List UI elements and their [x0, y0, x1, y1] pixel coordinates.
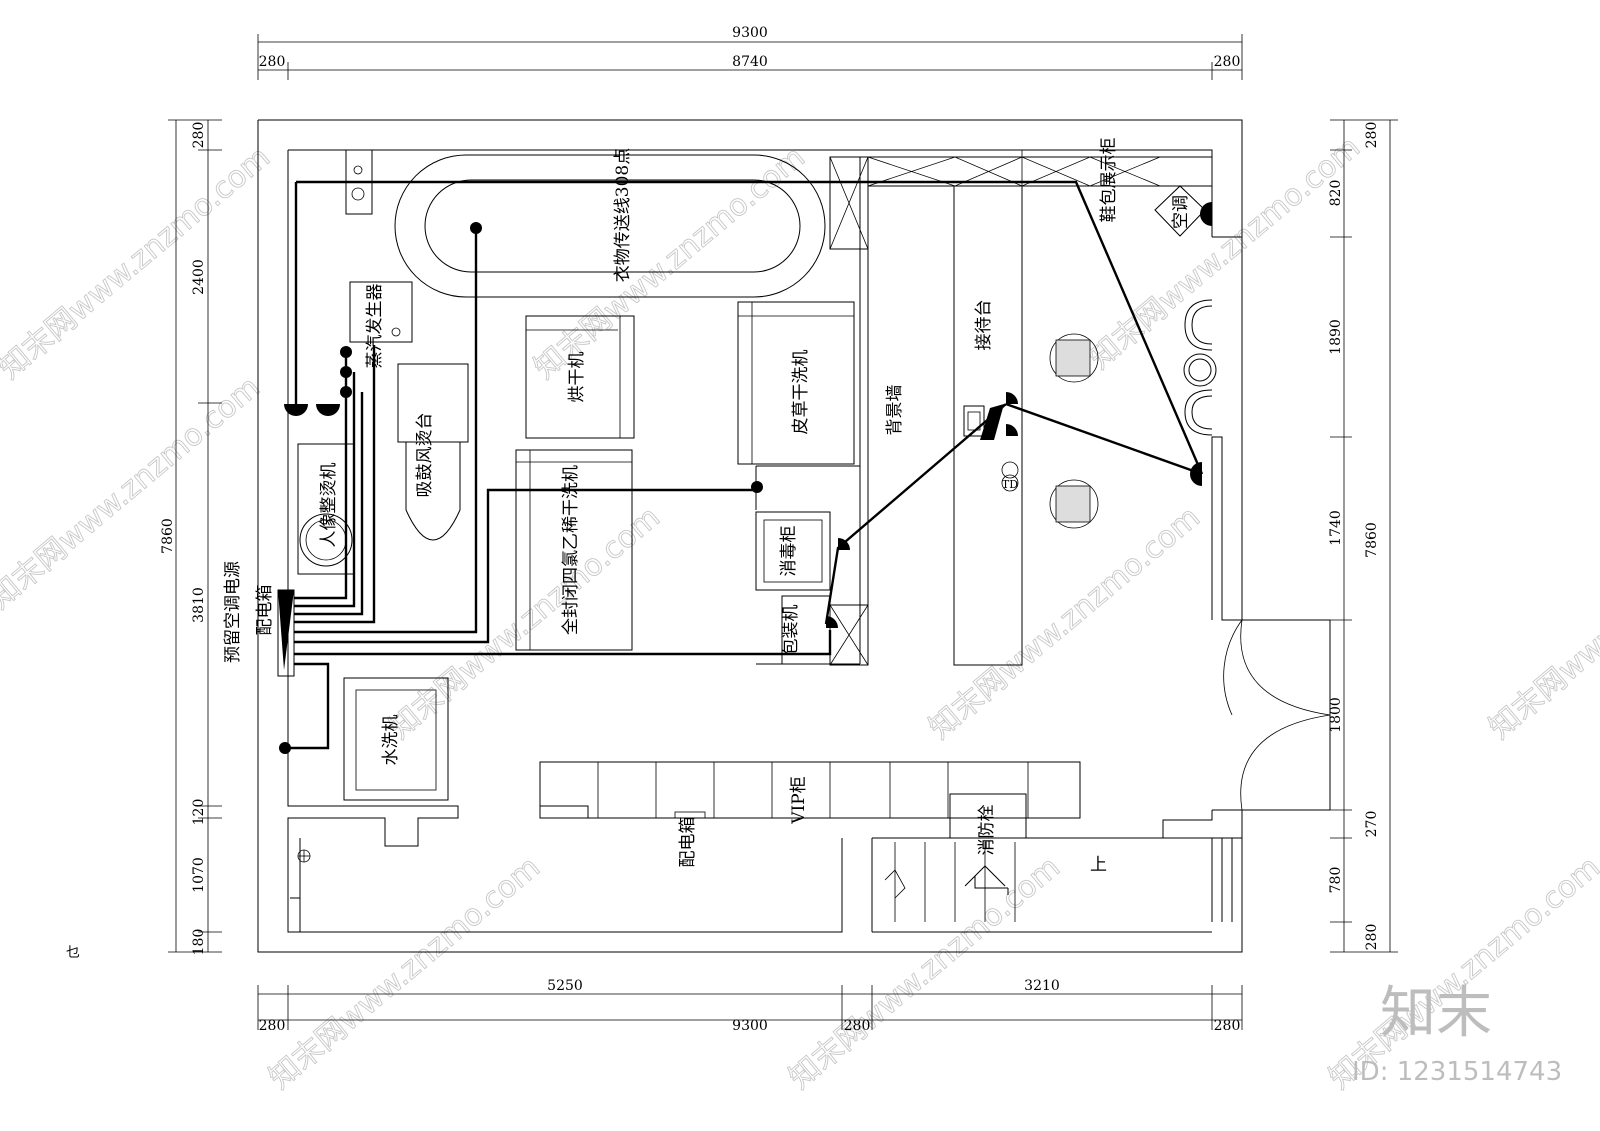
top-dimensions: 9300 280 8740 280 — [257, 25, 1243, 80]
label-reception: 接待台 — [974, 300, 994, 351]
dim-right-280-top: 280 — [1364, 122, 1380, 149]
dim-bottom-total: 9300 — [732, 1018, 768, 1034]
dim-left-180: 180 — [191, 929, 207, 956]
distribution-box: 配电箱 预留空调电源 — [223, 561, 295, 677]
dim-bottom-280-right: 280 — [1214, 1018, 1241, 1034]
entrance-door — [1223, 619, 1331, 811]
label-dryer: 烘干机 — [567, 352, 587, 403]
dryer: 烘干机 — [525, 315, 635, 439]
dim-bottom-280-left: 280 — [259, 1018, 286, 1034]
label-steam: 蒸汽发生器 — [365, 284, 385, 369]
dim-right-280-bottom: 280 — [1364, 924, 1380, 951]
wire-nodes — [279, 202, 1212, 754]
dim-right-780: 780 — [1328, 867, 1344, 894]
shoe-cabinet: 鞋包展示柜 空调 — [1099, 138, 1206, 237]
walls — [257, 119, 1243, 953]
label-distribution-box-2: 配电箱 — [678, 817, 698, 868]
dim-left-total: 7860 — [160, 518, 176, 554]
dim-left-3810: 3810 — [191, 587, 207, 623]
watermark: 知末网www.znzmo.com — [923, 500, 1207, 746]
watermark: 知末网www.znzmo.com — [1083, 130, 1367, 376]
label-stair-up: 上 — [1090, 855, 1107, 875]
watermark: 知末网www.znzmo.com — [1483, 500, 1600, 746]
dim-top-total: 9300 — [732, 25, 768, 41]
watermark: 知末网www.znzmo.com — [0, 140, 277, 386]
dim-right-1740: 1740 — [1328, 510, 1344, 546]
dim-bottom-3210: 3210 — [1024, 978, 1060, 994]
bottom-dimensions: 5250 3210 280 9300 280 280 — [257, 978, 1243, 1034]
ironing-table: 吸鼓风烫台 — [397, 363, 469, 541]
dim-left-2400: 2400 — [191, 259, 207, 295]
stairs: 上 — [884, 842, 1107, 922]
chairs — [1049, 299, 1217, 529]
dim-right-total: 7860 — [1364, 522, 1380, 558]
watermark: 知末网www.znzmo.com — [263, 850, 547, 1096]
brand-id: ID: 1231514743 — [1352, 1057, 1562, 1087]
reception-area: 背景墙 接待台 TD — [885, 186, 1023, 666]
brand-logo: 知末 — [1380, 981, 1492, 1046]
label-leather: 皮草干洗机 — [791, 350, 811, 435]
disinfection-cabinet: 消毒柜 — [755, 511, 831, 591]
steam-generator: 蒸汽发生器 — [349, 281, 413, 369]
label-background-wall: 背景墙 — [885, 385, 905, 436]
dim-top-right: 280 — [1214, 54, 1241, 70]
label-vip: VIP柜 — [789, 776, 809, 824]
watermark: 知末网www.znzmo.com — [528, 140, 812, 386]
vip-cabinets: 配电箱 VIP柜 消防栓 — [539, 761, 1081, 868]
dim-left-120: 120 — [191, 799, 207, 826]
dim-bottom-5250: 5250 — [547, 978, 583, 994]
label-distribution-box: 配电箱 — [255, 585, 275, 636]
label-conveyor: 衣物传送线308点 — [613, 148, 633, 282]
dim-right-1890: 1890 — [1328, 319, 1344, 355]
leather-cleaner: 皮草干洗机 — [737, 301, 855, 465]
label-reserved-ac: 预留空调电源 — [223, 561, 243, 663]
label-disinfect: 消毒柜 — [779, 526, 799, 577]
ceiling-truss — [867, 150, 1212, 187]
dim-bottom-280-mid: 280 — [844, 1018, 871, 1034]
watermark: 知末网www.znzmo.com — [383, 500, 667, 746]
floor-drain — [297, 849, 311, 863]
corner-mark: 乜 — [66, 945, 80, 961]
label-ac: 空调 — [1171, 195, 1191, 229]
wiring — [285, 180, 1204, 750]
label-washer: 水洗机 — [381, 715, 401, 766]
dim-right-820: 820 — [1328, 180, 1344, 207]
left-dimensions: 280 2400 3810 120 1070 180 7860 乜 — [66, 119, 222, 961]
dim-left-top: 280 — [191, 122, 207, 149]
label-pce-machine: 全封闭四氯乙稀干洗机 — [561, 465, 581, 635]
dim-right-1800: 1800 — [1328, 697, 1344, 733]
label-packing: 包装机 — [781, 605, 801, 656]
right-dimensions: 280 820 1890 1740 7860 1800 270 780 280 — [1328, 119, 1398, 953]
pce-dry-cleaner: 全封闭四氯乙稀干洗机 — [515, 449, 633, 651]
label-td: TD — [1002, 478, 1018, 491]
central-partition — [755, 156, 869, 666]
label-ironing-table: 吸鼓风烫台 — [415, 413, 435, 498]
dim-right-270: 270 — [1364, 811, 1380, 838]
label-hydrant: 消防栓 — [977, 805, 997, 856]
label-form-finisher: 人像整烫机 — [319, 463, 339, 548]
dim-left-1070: 1070 — [191, 857, 207, 893]
brand-mark: 知末 ID: 1231514743 — [1352, 981, 1562, 1087]
dim-top-mid: 8740 — [732, 54, 768, 70]
label-shoe-cabinet: 鞋包展示柜 — [1099, 138, 1119, 223]
dim-top-left: 280 — [259, 54, 286, 70]
washer: 水洗机 — [343, 677, 449, 801]
